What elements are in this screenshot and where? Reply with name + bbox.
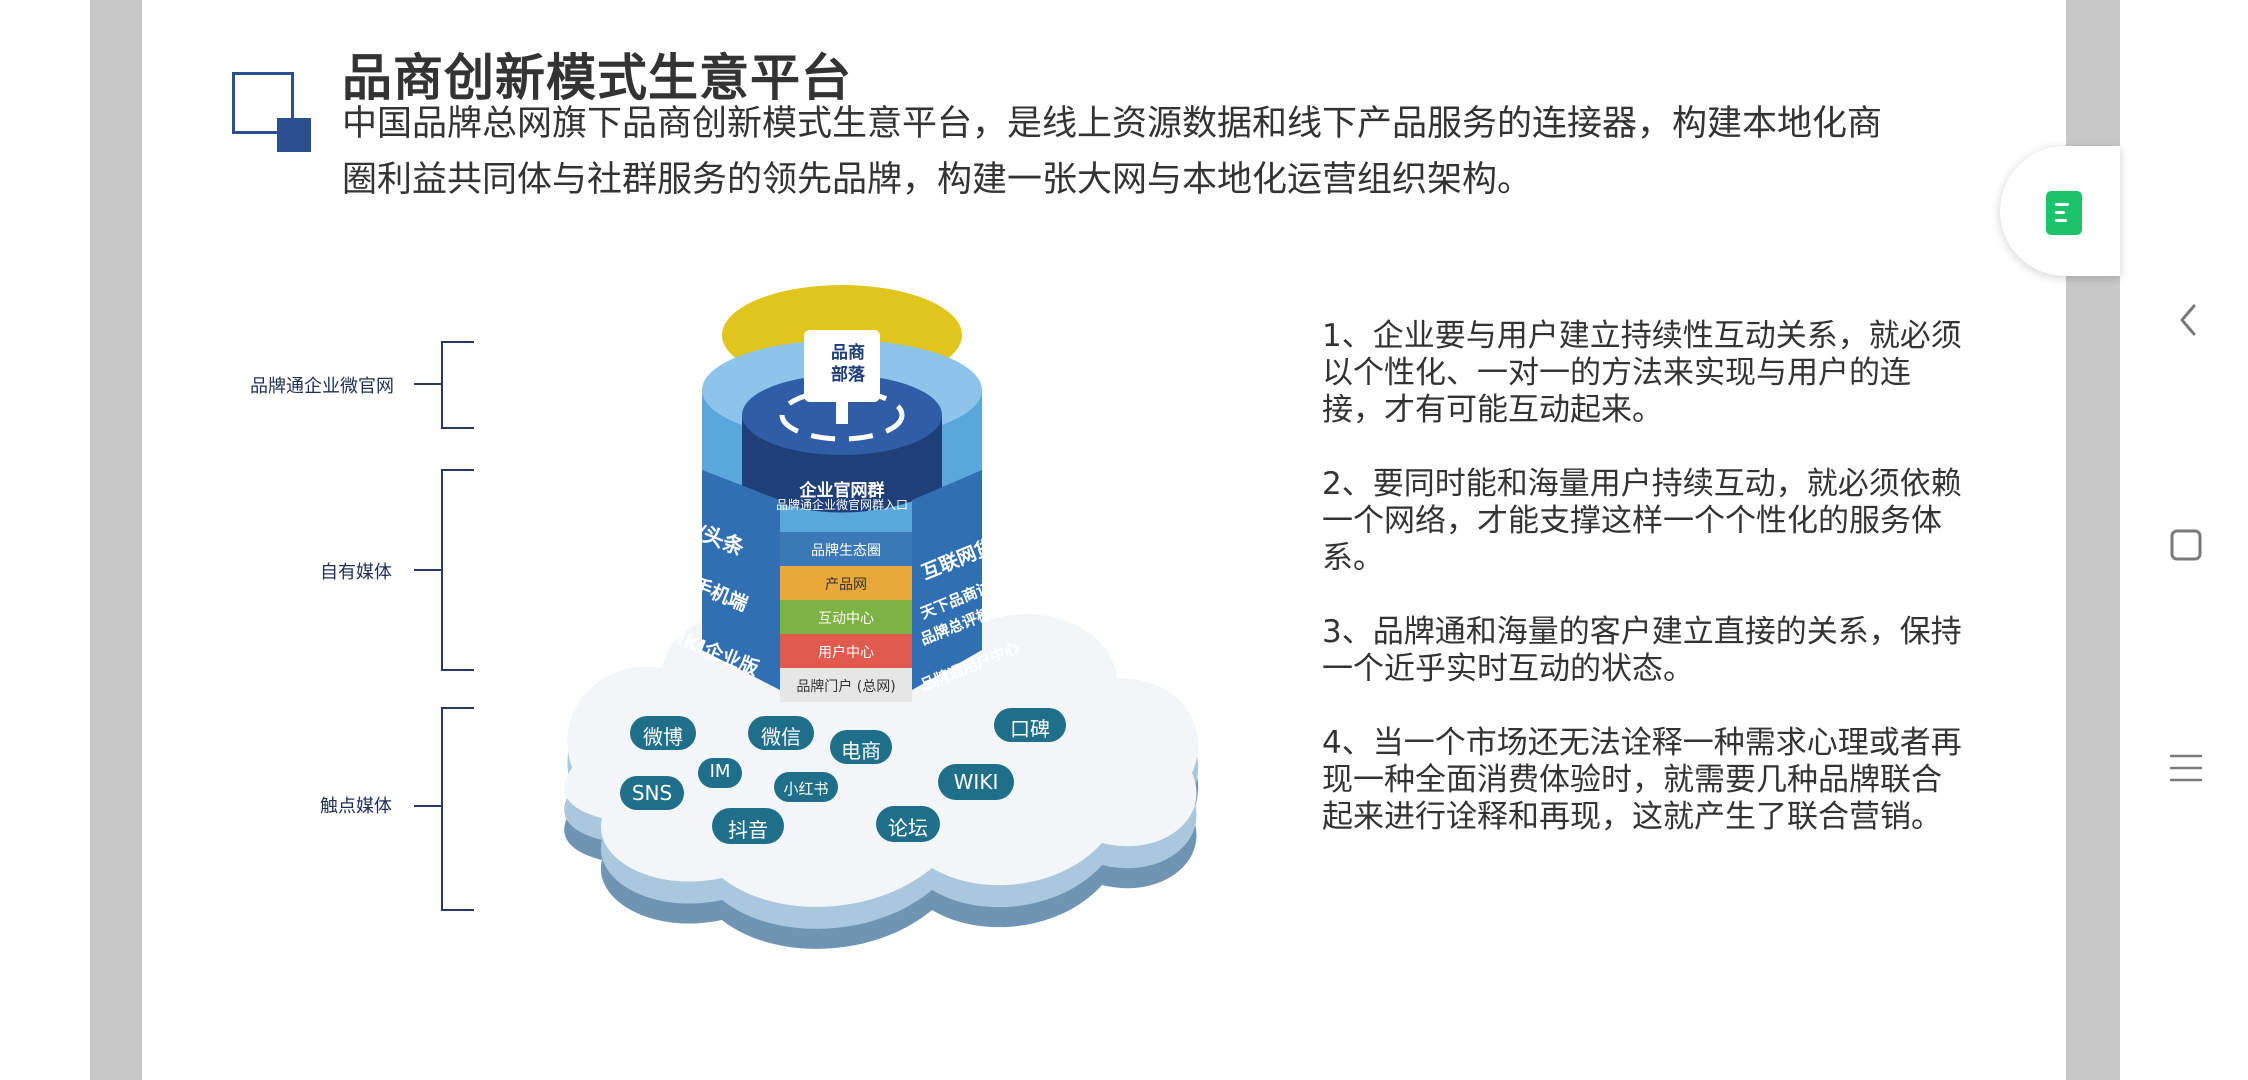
menu-icon[interactable] bbox=[2166, 748, 2206, 788]
key-points: 1、企业要与用户建立持续性互动关系，就必须以个性化、一对一的方法来实现与用户的连… bbox=[1322, 318, 1962, 873]
cloud-tag-im: IM bbox=[709, 761, 731, 782]
cloud-tag-sns: SNS bbox=[631, 781, 673, 805]
page-title: 品商创新模式生意平台 bbox=[342, 49, 852, 107]
title-square-accent bbox=[277, 118, 311, 152]
right-panel bbox=[912, 470, 982, 690]
floating-document-button[interactable] bbox=[2000, 146, 2120, 276]
chevron-left-icon[interactable] bbox=[2168, 300, 2208, 340]
key-point: 2、要同时能和海量用户持续互动，就必须依赖一个网络，才能支撑这样一个个性化的服务… bbox=[1322, 466, 1962, 576]
cloud-tag-ecommerce: 电商 bbox=[841, 739, 881, 763]
bracket-label-touch-media: 触点媒体 bbox=[320, 796, 392, 817]
cloud-tag-wechat: 微信 bbox=[761, 725, 801, 749]
title-square-icon bbox=[232, 72, 294, 134]
cloud-tag-xiaohongshu: 小红书 bbox=[783, 780, 829, 798]
key-point: 1、企业要与用户建立持续性互动关系，就必须以个性化、一对一的方法来实现与用户的连… bbox=[1322, 318, 1962, 428]
platform-diagram bbox=[564, 285, 1199, 949]
page-subtitle: 中国品牌总网旗下品商创新模式生意平台，是线上资源数据和线下产品服务的连接器，构建… bbox=[342, 104, 1883, 200]
document-icon bbox=[2046, 191, 2082, 235]
layer-label-interaction: 互动中心 bbox=[818, 611, 874, 627]
cloud-tag-reputation: 口碑 bbox=[1010, 717, 1050, 741]
top-tag-line-2: 部落 bbox=[831, 365, 865, 385]
key-point: 3、品牌通和海量的客户建立直接的关系，保持一个近乎实时互动的状态。 bbox=[1322, 614, 1962, 687]
navigation-gutter bbox=[2120, 0, 2248, 1080]
layer-portal bbox=[780, 668, 912, 702]
cloud-tag-pills bbox=[620, 708, 1066, 844]
layer-label-ecosystem: 品牌生态圈 bbox=[811, 543, 881, 559]
layer-ecosystem bbox=[780, 532, 912, 566]
bracket-label-micro-site: 品牌通企业微官网 bbox=[250, 376, 394, 397]
bracket-label-own-media: 自有媒体 bbox=[320, 562, 392, 583]
core-title: 企业官网群 bbox=[799, 481, 885, 501]
layer-product bbox=[780, 566, 912, 600]
layer-label-portal: 品牌门户 (总网) bbox=[796, 679, 896, 695]
square-icon[interactable] bbox=[2166, 525, 2206, 565]
top-tag-line-1: 品商 bbox=[831, 343, 865, 363]
document-page: 品商创新模式生意平台 中国品牌总网旗下品商创新模式生意平台，是线上资源数据和线下… bbox=[142, 0, 2066, 1080]
core-subtitle: 品牌通企业微官网群入口 bbox=[775, 498, 908, 512]
layer-interaction bbox=[780, 600, 912, 634]
top-tag-box bbox=[804, 330, 880, 402]
cloud-tag-douyin: 抖音 bbox=[728, 818, 768, 842]
bracket-lines bbox=[414, 341, 474, 911]
layer-user bbox=[780, 634, 912, 668]
cloud-tag-weibo: 微博 bbox=[643, 725, 683, 749]
cloud-tag-wiki: WIKI bbox=[953, 770, 999, 794]
left-gutter bbox=[0, 0, 90, 1080]
cloud-tag-forum: 论坛 bbox=[888, 816, 928, 840]
key-point: 4、当一个市场还无法诠释一种需求心理或者再现一种全面消费体验时，就需要几种品牌联… bbox=[1322, 725, 1962, 835]
layer-label-product: 产品网 bbox=[825, 577, 867, 593]
layer-label-user: 用户中心 bbox=[818, 645, 874, 661]
viewer-margin-left bbox=[90, 0, 142, 1080]
left-panel bbox=[702, 470, 780, 690]
